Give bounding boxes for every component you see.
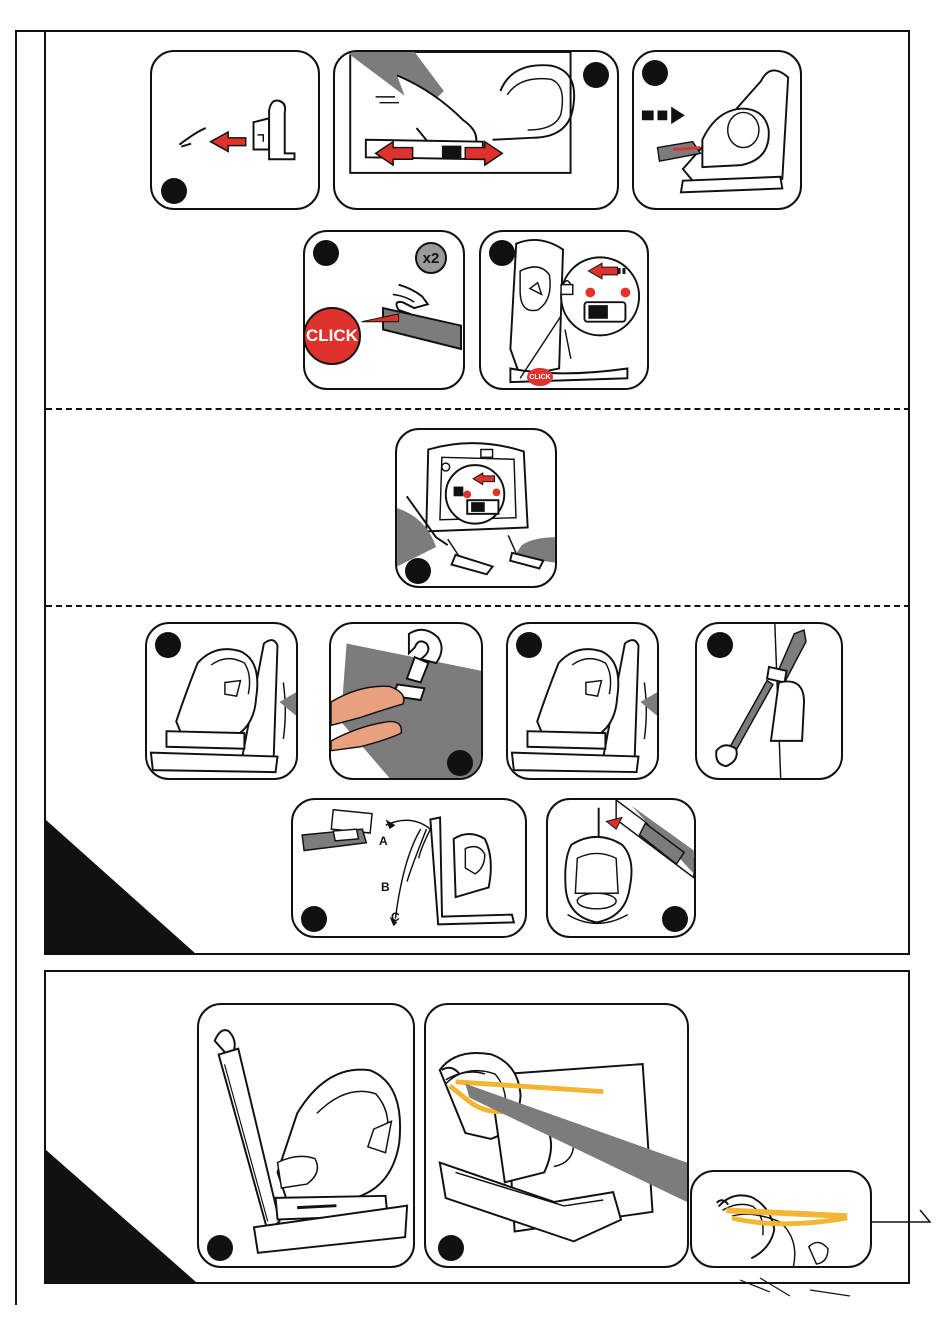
- panel-step-lock-indicator: CLICK: [479, 230, 649, 390]
- red-arrow-icon: [211, 132, 246, 152]
- black-step-marker: [642, 60, 668, 86]
- panel-step-click-connector: x2 CLICK: [303, 230, 465, 390]
- times-two-badge: x2: [415, 242, 447, 274]
- black-step-marker: [301, 906, 327, 932]
- anchor-label-c: C: [391, 910, 400, 924]
- top-frame-lead-line: [15, 30, 45, 32]
- click-badge-small: CLICK: [527, 368, 553, 386]
- black-step-marker: [707, 632, 733, 658]
- black-step-marker: [662, 906, 688, 932]
- panel-step-seat-installed-side: [197, 1003, 415, 1268]
- corner-triangle-top: [46, 820, 196, 954]
- anchor-label-a: A: [379, 834, 388, 848]
- black-step-marker: [516, 632, 542, 658]
- seat-installed-side-illustration: [199, 1005, 413, 1266]
- harness-routing-illustration: [426, 1005, 687, 1266]
- panel-step-attach-tether-hook: [329, 622, 483, 780]
- anchor-label-b: B: [381, 880, 390, 894]
- panel-step-tether-tensioned: [546, 798, 696, 938]
- left-margin-line: [15, 30, 17, 1305]
- black-step-marker: [207, 1235, 233, 1261]
- panel-step-release-connectors: [395, 428, 557, 588]
- panel-step-push-seat: [632, 50, 802, 210]
- black-step-marker: [583, 62, 609, 88]
- panel-step-harness-routing: [424, 1003, 689, 1268]
- black-step-marker: [161, 178, 187, 204]
- black-step-marker: [447, 750, 473, 776]
- click-badge: CLICK: [303, 307, 361, 365]
- black-step-marker: [438, 1235, 464, 1261]
- panel-step-tighten-tether: [695, 622, 843, 780]
- slide-connectors-illustration: [335, 52, 617, 208]
- panel-step-slide-connectors: [333, 50, 619, 210]
- detail-pointer-lines: [730, 1200, 940, 1300]
- panel-step-anchor-positions: A B C: [291, 798, 527, 938]
- black-step-marker: [313, 240, 339, 266]
- panel-step-seat-on-car-seat-b: [506, 622, 659, 780]
- panel-step-seat-on-car-seat-a: [145, 622, 298, 780]
- dashed-divider-2: [46, 605, 910, 607]
- corner-triangle-bottom: [46, 1150, 196, 1282]
- anchor-positions-illustration: [293, 800, 525, 936]
- black-step-marker: [489, 240, 515, 266]
- black-step-marker: [405, 558, 431, 584]
- black-step-marker: [155, 632, 181, 658]
- dashed-divider-1: [46, 408, 910, 410]
- panel-step-pull-connector: [150, 50, 320, 210]
